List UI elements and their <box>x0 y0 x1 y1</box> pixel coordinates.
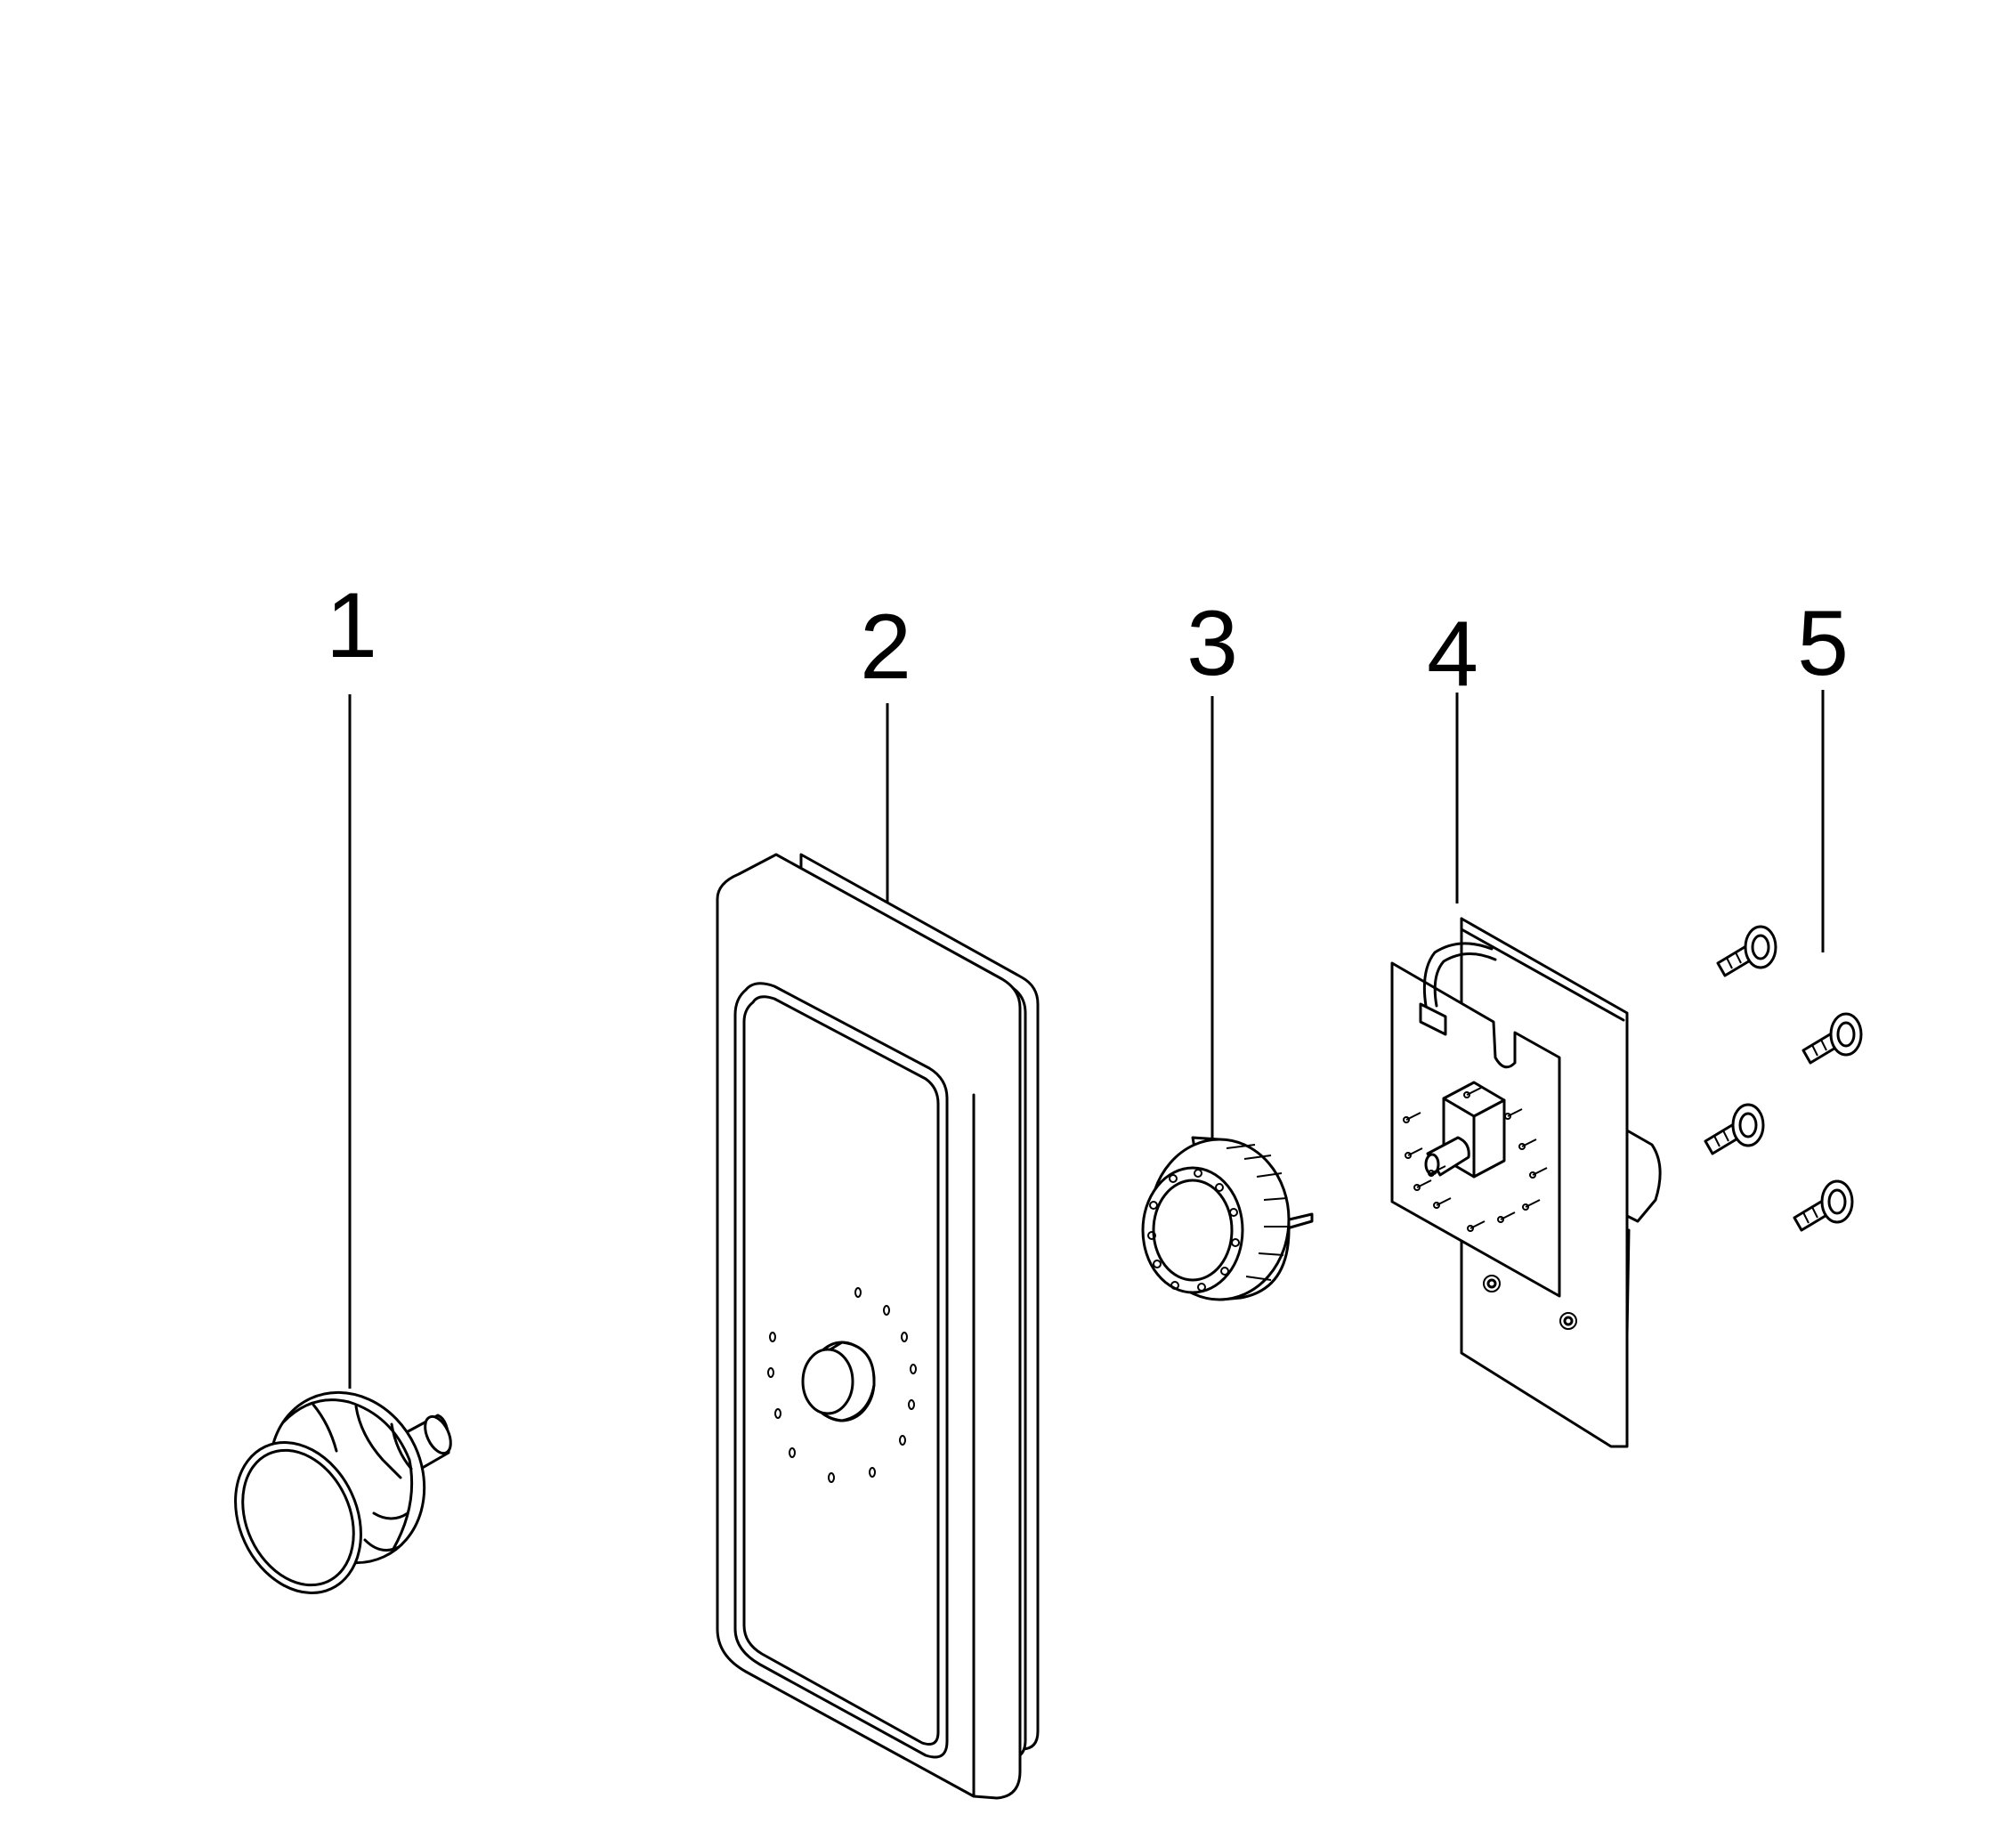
part-5-screws <box>1704 925 1863 1232</box>
callout-label-3: 3 <box>1186 592 1238 695</box>
screw-d <box>1793 1179 1854 1232</box>
callout-label-2: 2 <box>860 596 911 699</box>
screw-c <box>1704 1103 1765 1155</box>
screw-b <box>1801 1012 1863 1065</box>
part-1-knob <box>234 1390 452 1594</box>
part-3-dial-ring <box>1141 1136 1314 1301</box>
callout-label-1: 1 <box>326 574 377 677</box>
callout-label-4: 4 <box>1427 603 1478 706</box>
part-2-control-panel <box>716 853 1040 1800</box>
part-4-control-board <box>1390 917 1662 1448</box>
screw-a <box>1716 925 1777 977</box>
callout-label-5: 5 <box>1797 592 1849 695</box>
